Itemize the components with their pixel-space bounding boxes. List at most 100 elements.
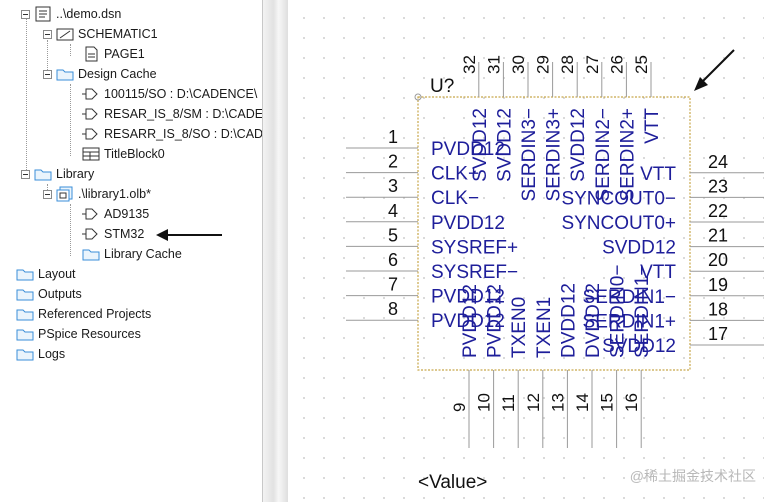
origin-marker: [414, 93, 422, 101]
pin-name: PVDD12: [431, 311, 505, 332]
pin-number: 11: [499, 394, 518, 412]
folder-label: Logs: [38, 347, 66, 361]
cache-item-label: 100115/SO : D:\CADENCE\: [104, 87, 258, 101]
pin-number: 6: [388, 250, 398, 270]
library-label: Library: [56, 167, 95, 181]
folder-icon: [82, 246, 100, 262]
cache-item-label: RESARR_IS_8/SO : D:\CADE: [104, 127, 262, 141]
pin-name: VTT: [640, 164, 676, 185]
tree-item-pspice-resources[interactable]: PSpice Resources: [16, 324, 141, 344]
folder-icon: [16, 326, 34, 342]
part-icon: [82, 106, 100, 122]
collapse-toggle[interactable]: [21, 169, 30, 179]
pin-name: SVDD12: [602, 238, 676, 259]
pin-number: 2: [388, 152, 398, 172]
folder-icon: [34, 166, 52, 182]
tree-item-schematic[interactable]: SCHEMATIC1: [43, 24, 158, 44]
pin-number: 27: [583, 55, 602, 74]
pin-name: DVDD12: [583, 283, 604, 358]
project-tree[interactable]: ..\demo.dsn SCHEMATIC1 PAGE1 Design Cach…: [0, 0, 262, 502]
pin-number: 15: [598, 393, 617, 412]
pin-name: SERDIN0−: [608, 265, 629, 358]
pin-name: PVDD12: [460, 284, 481, 358]
page-icon: [82, 46, 100, 62]
pin-number: 5: [388, 225, 398, 245]
pin-name: PVDD12: [431, 213, 505, 234]
tree-item-library-file[interactable]: .\library1.olb*: [43, 184, 151, 204]
pin-name: PVDD12: [485, 284, 506, 358]
library-item-label: STM32: [104, 227, 145, 241]
folder-label: Layout: [38, 267, 76, 281]
schematic-folder-icon: [56, 26, 74, 42]
pin-name: SVDD12: [494, 108, 515, 182]
page-label: PAGE1: [104, 47, 145, 61]
pin-name: TXEN1: [534, 297, 555, 358]
tree-item-cache-part[interactable]: RESAR_IS_8/SM : D:\CADEI: [82, 104, 262, 124]
tree-item-cache-part[interactable]: 100115/SO : D:\CADENCE\: [82, 84, 257, 104]
folder-icon: [16, 306, 34, 322]
pane-splitter[interactable]: [262, 0, 290, 502]
pin-name: SERDIN3+: [544, 108, 565, 201]
pin-number: 3: [388, 176, 398, 196]
pin-name: VTT: [640, 262, 676, 283]
tree-item-cache-part[interactable]: RESARR_IS_8/SO : D:\CADE: [82, 124, 262, 144]
pin-number: 26: [607, 55, 626, 74]
tree-item-logs[interactable]: Logs: [16, 344, 65, 364]
tree-item-outputs[interactable]: Outputs: [16, 284, 82, 304]
tree-item-part-ad9135[interactable]: AD9135: [82, 204, 149, 224]
tree-item-page[interactable]: PAGE1: [82, 44, 145, 64]
tree-item-layout[interactable]: Layout: [16, 264, 76, 284]
collapse-toggle[interactable]: [21, 9, 30, 19]
folder-icon: [16, 346, 34, 362]
annotation-arrow-icon: [156, 229, 222, 241]
library-item-label: Library Cache: [104, 247, 182, 261]
pin-number: 21: [708, 226, 728, 246]
pin-number: 7: [388, 275, 398, 295]
pin-number: 24: [708, 152, 728, 172]
pin-number: 32: [460, 55, 479, 74]
design-cache-label: Design Cache: [78, 67, 157, 81]
library-file-label: .\library1.olb*: [78, 187, 151, 201]
tree-item-library[interactable]: Library: [21, 164, 94, 184]
folder-label: PSpice Resources: [38, 327, 141, 341]
pin-name: VTT: [642, 108, 663, 144]
tree-item-design-cache[interactable]: Design Cache: [43, 64, 157, 84]
tree-item-referenced-projects[interactable]: Referenced Projects: [16, 304, 151, 324]
collapse-toggle[interactable]: [43, 69, 52, 79]
cache-item-label: RESAR_IS_8/SM : D:\CADEI: [104, 107, 262, 121]
watermark: @稀土掘金技术社区: [629, 468, 756, 484]
pin-number: 8: [388, 299, 398, 319]
pin-name: SYNCOUT0−: [561, 188, 676, 209]
pin-name: CLK+: [431, 164, 479, 185]
tree-item-library-cache[interactable]: Library Cache: [82, 244, 182, 264]
tree-item-design[interactable]: ..\demo.dsn: [21, 4, 121, 24]
pin-name: CLK−: [431, 188, 479, 209]
part-reference: U?: [430, 76, 454, 97]
design-file-label: ..\demo.dsn: [56, 7, 122, 21]
pin-number: 9: [450, 403, 469, 412]
part-symbol[interactable]: U?<Value>1PVDD122CLK+3CLK−4PVDD125SYSREF…: [288, 0, 764, 502]
pin-name: SVDD12: [602, 336, 676, 357]
design-file-icon: [34, 6, 52, 22]
pin-name: DVDD12: [558, 283, 579, 358]
pin-number: 28: [558, 55, 577, 74]
pin-name: SERDIN1−: [583, 287, 676, 308]
pin-number: 16: [622, 393, 641, 412]
tree-item-part-stm32[interactable]: STM32: [82, 224, 144, 244]
pin-number: 10: [475, 393, 494, 412]
pin-number: 12: [524, 393, 543, 412]
collapse-toggle[interactable]: [43, 29, 52, 39]
tree-item-titleblock[interactable]: TitleBlock0: [82, 144, 165, 164]
pin-number: 23: [708, 176, 728, 196]
folder-icon: [16, 286, 34, 302]
pin-number: 1: [388, 127, 398, 147]
pin-number: 14: [573, 393, 592, 412]
library-file-icon: [56, 186, 74, 202]
part-icon: [82, 126, 100, 142]
pin-number: 20: [708, 250, 728, 270]
pin-number: 22: [708, 201, 728, 221]
pin-number: 19: [708, 275, 728, 295]
collapse-toggle[interactable]: [43, 189, 52, 199]
schematic-label: SCHEMATIC1: [78, 27, 158, 41]
